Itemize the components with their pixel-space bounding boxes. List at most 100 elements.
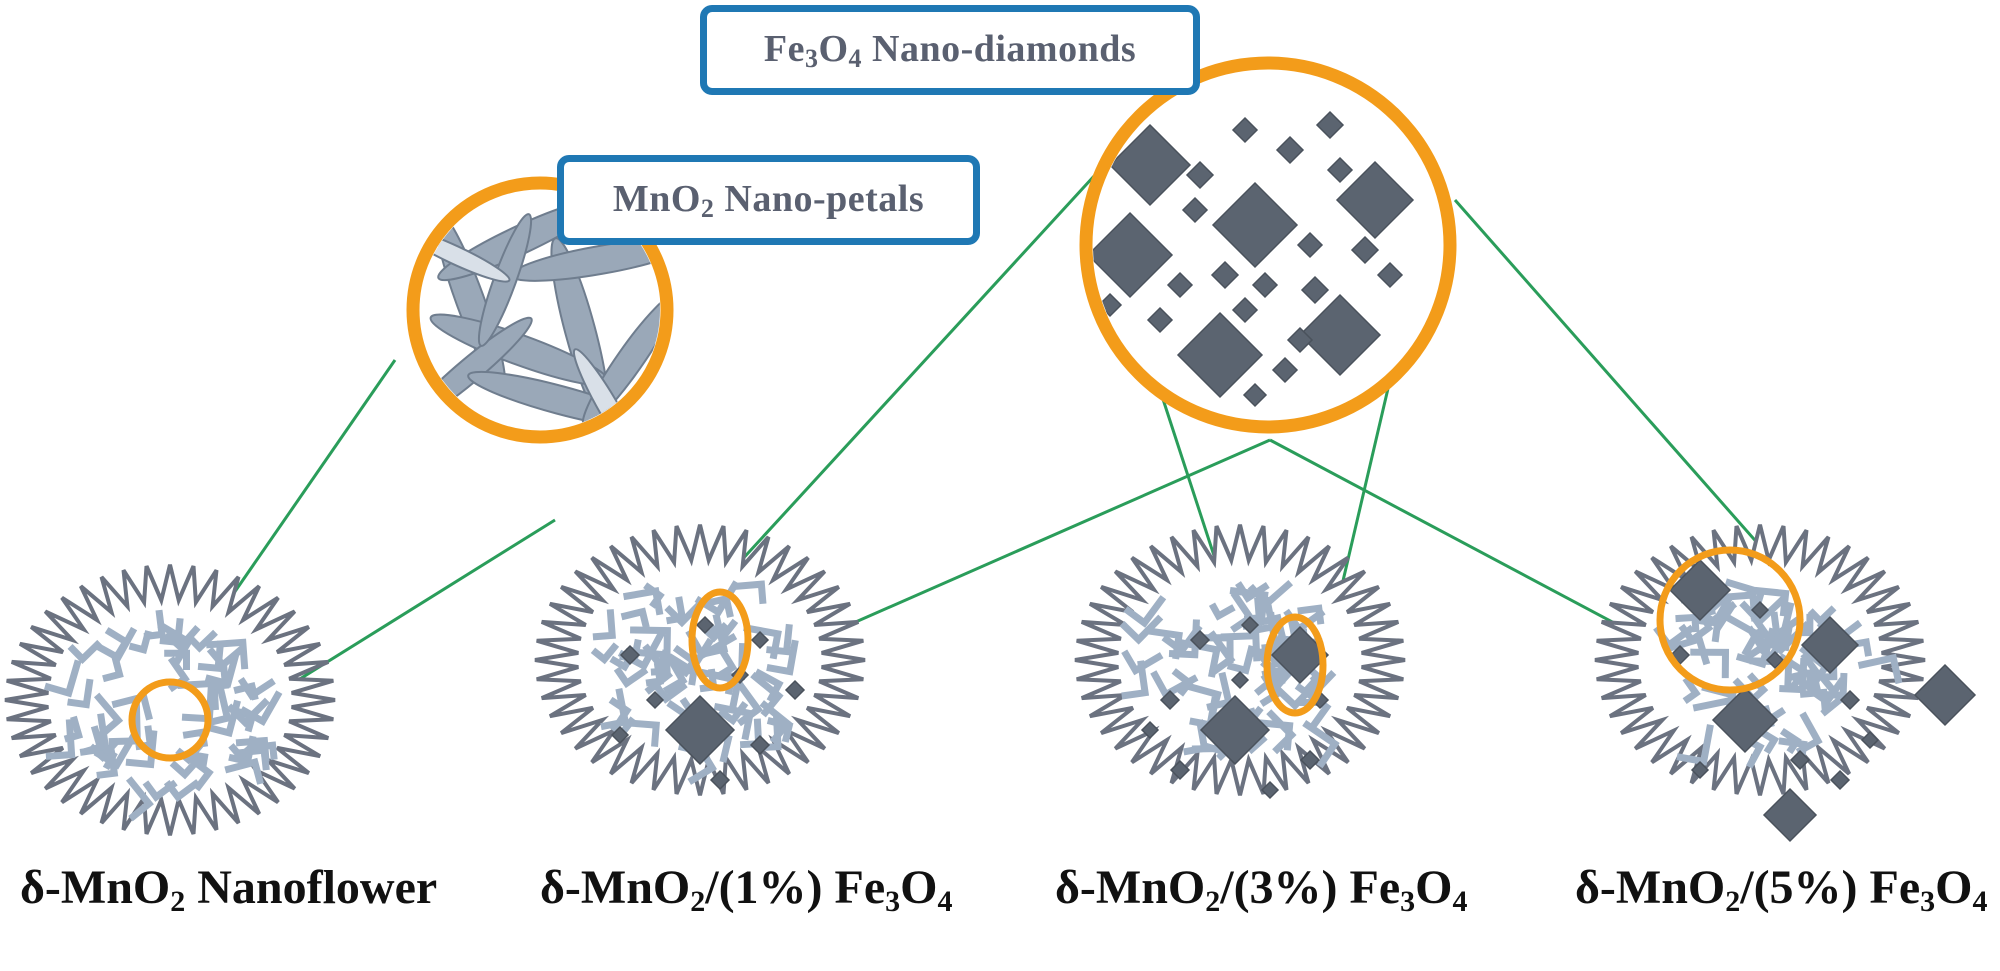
fe3o4-diamond-large — [664, 694, 736, 766]
fe3o4-nano-diamond-large — [1176, 311, 1264, 399]
callout-sub-2: 2 — [700, 193, 715, 223]
caption-sub: 2 — [690, 885, 706, 918]
callout-fe: Fe — [763, 27, 805, 70]
fe3o4-nano-diamond-small — [1326, 156, 1354, 184]
fe3o4-diamond-small — [1829, 769, 1851, 791]
fe3o4-diamond-large — [1800, 615, 1860, 675]
fe3o4-diamond-small — [645, 690, 665, 710]
fe3o4-nano-diamond-small — [1146, 306, 1174, 334]
fe3o4-diamond-large — [1913, 663, 1977, 727]
fe3o4-nano-diamond-small — [1296, 231, 1324, 259]
fe3o4-diamond-large — [1711, 686, 1779, 754]
caption-sub: 4 — [1972, 885, 1988, 918]
caption-sub: 2 — [170, 885, 186, 918]
fe3o4-diamond-small — [619, 644, 641, 666]
fe3o4-nano-diamond-small — [1210, 260, 1240, 290]
caption-text: /(3%) Fe — [1220, 861, 1401, 914]
callout-mno: MnO — [612, 177, 701, 220]
fe3o4-diamond-small — [1860, 730, 1880, 750]
fe3o4-diamond-small — [784, 679, 806, 701]
caption-1pct-fe3o4: δ-MnO2/(1%) Fe3O4 — [540, 860, 953, 919]
fe3o4-nano-diamond-large — [1211, 181, 1299, 269]
fe3o4-diamond-small — [1750, 600, 1770, 620]
fe3o4-diamond-small — [1690, 760, 1710, 780]
connector-lines — [158, 173, 1792, 737]
fe3o4-diamond-small — [1169, 759, 1191, 781]
caption-text: δ-MnO — [540, 861, 691, 914]
fe3o4-diamond-small — [1140, 720, 1160, 740]
fe3o4-nano-diamond-small — [1315, 110, 1345, 140]
fe3o4-diamond-small — [1189, 629, 1211, 651]
zoom-ring-flower-3 — [1263, 613, 1327, 717]
caption-sub: 2 — [1205, 885, 1221, 918]
fe3o4-diamond-large — [1199, 694, 1271, 766]
caption-sub: 4 — [1452, 885, 1468, 918]
caption-text: /(5%) Fe — [1740, 861, 1921, 914]
fe3o4-diamond-small — [749, 734, 771, 756]
fe3o4-nano-diamond-large — [1298, 293, 1382, 377]
fe3o4-diamond-small — [1765, 650, 1785, 670]
fe3o4-diamond-small — [709, 769, 731, 791]
callout-text: MnO2 Nano-petals — [613, 177, 924, 224]
fe3o4-diamond-small — [1299, 749, 1321, 771]
caption-sub: 4 — [937, 885, 953, 918]
fe3o4-diamond-large — [1668, 558, 1732, 622]
fe3o4-nano-diamond-small — [1271, 356, 1299, 384]
fe3o4-diamond-small — [610, 725, 630, 745]
fe3o4-nano-diamond-small — [1181, 196, 1209, 224]
fe3o4-diamond-large — [1762, 787, 1818, 843]
callout-nano-petals-label: Nano-petals — [724, 177, 925, 220]
nanoflower-1 — [4, 564, 336, 836]
caption-sub: 3 — [1920, 885, 1936, 918]
fe3o4-nano-diamond-small — [1242, 382, 1268, 408]
fe3o4-nano-diamond-small — [1376, 261, 1404, 289]
caption-sub: 2 — [1725, 885, 1741, 918]
nanoflower-4 — [1594, 524, 1977, 843]
callout-sub-3: 3 — [804, 43, 819, 73]
fe3o4-nano-diamond-large — [1335, 160, 1415, 240]
fe3o4-nano-diamonds-callout: Fe3O4 Nano-diamonds — [700, 5, 1200, 95]
fe3o4-nano-diamond-small — [1350, 235, 1380, 265]
callout-text: Fe3O4 Nano-diamonds — [764, 27, 1136, 74]
zoom-ring-flower-1 — [128, 678, 212, 762]
nanoflower-3 — [1074, 524, 1406, 800]
caption-5pct-fe3o4: δ-MnO2/(5%) Fe3O4 — [1575, 860, 1988, 919]
fe3o4-nano-diamond-small — [1286, 326, 1314, 354]
flower-spiky-outline — [4, 564, 336, 836]
callout-nano-diamonds-label: Nano-diamonds — [872, 27, 1137, 70]
caption-3pct-fe3o4: δ-MnO2/(3%) Fe3O4 — [1055, 860, 1468, 919]
fe3o4-nano-diamond-small — [1300, 275, 1330, 305]
caption-text: O — [900, 861, 938, 914]
caption-sub: 3 — [1400, 885, 1416, 918]
flower-petal-network — [590, 580, 799, 785]
caption-text: δ-MnO — [20, 861, 171, 914]
caption-text: δ-MnO — [1575, 861, 1726, 914]
caption-text: /(1%) Fe — [705, 861, 886, 914]
fe3o4-diamond-small — [1260, 780, 1280, 800]
zoom-ring-flower-4 — [1656, 546, 1804, 694]
flower-petal-network — [43, 609, 283, 822]
caption-text: δ-MnO — [1055, 861, 1206, 914]
caption-sub: 3 — [885, 885, 901, 918]
fe3o4-diamond-small — [750, 630, 770, 650]
fe3o4-nano-diamond-small — [1251, 271, 1279, 299]
fe3o4-diamond-small — [1230, 670, 1250, 690]
caption-text: Nanoflower — [185, 861, 438, 914]
fe3o4-nano-diamond-small — [1231, 116, 1259, 144]
nanoflower-2 — [534, 524, 866, 796]
callout-sub-4: 4 — [848, 43, 862, 73]
callout-o: O — [818, 27, 849, 70]
fe3o4-nano-diamond-large — [1108, 123, 1192, 207]
mno2-nano-petals-callout: MnO2 Nano-petals — [557, 155, 980, 245]
fe3o4-diamond-small — [1839, 689, 1861, 711]
fe3o4-diamond-small — [1240, 615, 1260, 635]
caption-nanoflower: δ-MnO2 Nanoflower — [20, 860, 437, 919]
caption-text: O — [1415, 861, 1453, 914]
fe3o4-diamond-small — [1159, 689, 1181, 711]
fe3o4-nano-diamond-large — [1093, 211, 1174, 299]
fe3o4-diamond-small — [695, 615, 715, 635]
nano-petals-magnifier — [406, 176, 674, 444]
fe3o4-nano-diamond-small — [1231, 296, 1259, 324]
fe3o4-nano-diamond-small — [1275, 135, 1305, 165]
